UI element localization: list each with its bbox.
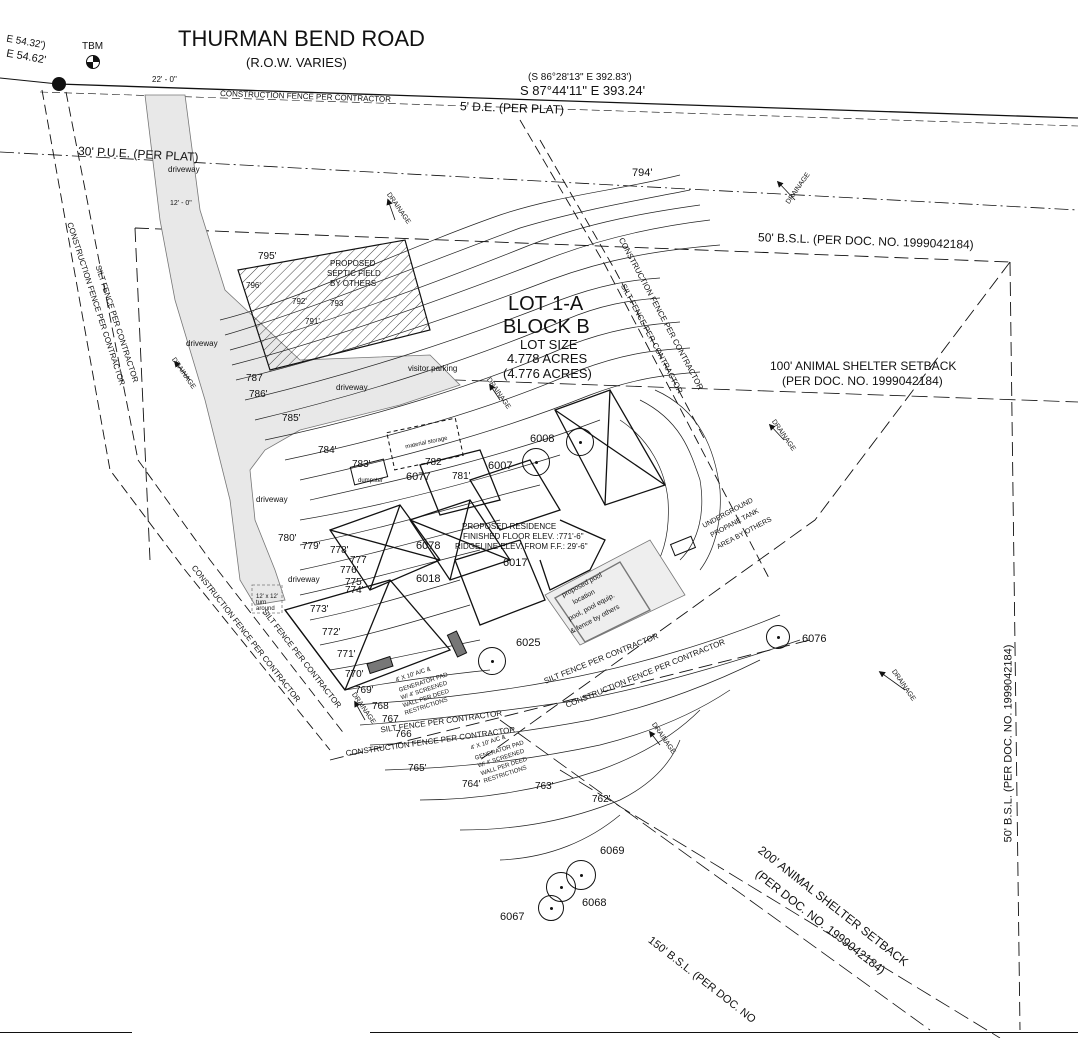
septic-field	[237, 239, 431, 371]
road-name: THURMAN BEND ROAD	[178, 26, 425, 51]
contour-label-785: 785'	[282, 413, 301, 424]
tree-6007-label: 6007	[488, 460, 513, 472]
driveway-label-5: driveway	[288, 575, 320, 584]
dim-12-label: 12' - 0"	[170, 200, 192, 207]
bottom-rule-left	[0, 1032, 132, 1033]
contour-lines	[219, 174, 801, 861]
driveway-label-4: driveway	[256, 495, 288, 504]
tree-6008-icon	[566, 428, 594, 456]
tree-6007-icon	[522, 448, 550, 476]
contour-label-796: 796'	[246, 281, 261, 290]
contour-label-771: 771'	[337, 649, 356, 660]
contour-label-776: 776'	[340, 565, 359, 576]
tbm-icon	[86, 55, 100, 69]
tree-6067-icon	[538, 895, 564, 921]
animal-100-label-1: 100' ANIMAL SHELTER SETBACK	[770, 359, 957, 373]
contour-label-786: 786'	[249, 389, 268, 400]
contour-label-795: 795'	[258, 251, 277, 262]
row-line	[0, 77, 1078, 127]
equipment-pads	[349, 417, 697, 675]
residence-label-1: PROPOSED RESIDENCE	[462, 522, 557, 531]
contour-label-775: 775'	[345, 577, 364, 588]
residence-label-2: FINISHED FLOOR ELEV. :771'-6"	[463, 532, 584, 541]
tree-6018-label: 6018	[416, 573, 441, 585]
residence	[283, 389, 666, 691]
turn-around-label: 12' x 12' turn around	[256, 594, 278, 612]
tbm-label: TBM	[82, 41, 104, 52]
lot-number: LOT 1-A	[508, 293, 584, 315]
contour-label-769: 769'	[355, 685, 374, 696]
contour-label-763: 763'	[535, 781, 554, 792]
contour-label-773: 773'	[310, 604, 329, 615]
driveway-label-3: driveway	[336, 383, 368, 392]
residence-label-3: RIDGELINE ELEV. FROM F.F.: 29'-6"	[455, 542, 588, 551]
driveway-label-1: driveway	[168, 165, 200, 174]
dim-22-label: 22' - 0"	[152, 75, 177, 84]
contour-label-770: 770'	[345, 669, 364, 680]
tree-6025-label: 6025	[516, 637, 541, 649]
drainage-arrows	[173, 180, 906, 746]
contour-label-784: 784'	[318, 445, 337, 456]
bsl-east-label: 50' B.S.L. (PER DOC. NO. 1999042184)	[1002, 644, 1015, 843]
block-number: BLOCK B	[503, 316, 590, 338]
contour-794: 794'	[632, 167, 653, 179]
bsl-lines	[134, 227, 1021, 1031]
tree-6078-label: 6078	[416, 540, 441, 552]
contour-label-768: 768	[372, 701, 389, 712]
north-line-record: (S 86°28'13" E 392.83')	[528, 72, 632, 83]
contour-label-762: 762'	[592, 794, 611, 805]
contour-label-772: 772'	[322, 627, 341, 638]
contour-label-783: 783'	[352, 459, 371, 470]
tree-6069-label: 6069	[600, 845, 625, 857]
contour-label-764: 764'	[462, 779, 481, 790]
pool-area	[544, 539, 686, 646]
tree-6077-label: 6077	[406, 471, 431, 483]
contour-label-765: 765'	[408, 763, 427, 774]
east-fence-line	[519, 119, 771, 581]
contour-label-791: 791'	[305, 317, 320, 326]
contour-label-793: 793	[330, 299, 344, 308]
septic-label-3: BY OTHERS	[330, 279, 377, 288]
bottom-rule-right	[370, 1032, 1078, 1033]
contour-label-766: 766	[395, 729, 412, 740]
lot-acres-record: (4.776 ACRES)	[503, 366, 592, 381]
tree-6076-icon	[766, 625, 790, 649]
de-label: 5' D.E. (PER PLAT)	[459, 99, 565, 117]
contour-label-777: 777	[350, 555, 367, 566]
contour-label-774: 774'	[345, 585, 364, 596]
dumpster-label: dumpster	[358, 478, 384, 484]
tree-6017-label: 6017	[503, 557, 528, 569]
lot-acres: 4.778 ACRES	[507, 351, 588, 366]
contour-label-782: 782	[425, 457, 442, 468]
driveway-label-2: driveway	[186, 339, 218, 348]
turn-around	[251, 584, 283, 614]
contour-label-792: 792'	[292, 297, 307, 306]
tree-6008-label: 6008	[530, 433, 555, 445]
tree-6025-icon	[478, 647, 506, 675]
contour-label-778: 778'	[330, 545, 349, 556]
contour-label-781: 781'	[452, 471, 471, 482]
contour-label-779: 779'	[302, 541, 321, 552]
septic-label-1: PROPOSED	[330, 259, 376, 268]
septic-label-2: SEPTIC FIELD	[327, 269, 381, 278]
tree-6068-label: 6068	[582, 897, 607, 909]
visitor-parking-label: visitor parking	[408, 364, 458, 373]
tree-6076-label: 6076	[802, 633, 827, 645]
animal-100-label-2: (PER DOC. NO. 1999042184)	[782, 374, 943, 388]
contour-label-767: 767	[382, 714, 399, 725]
contour-label-787: 787	[246, 373, 263, 384]
tree-6067-label: 6067	[500, 911, 525, 923]
property-corner-icon	[52, 77, 66, 91]
north-line-measured: S 87°44'11" E 393.24'	[520, 83, 646, 98]
row-note: (R.O.W. VARIES)	[246, 55, 347, 70]
west-property-line	[41, 89, 346, 751]
lot-size-label: LOT SIZE	[520, 337, 578, 352]
contour-label-780: 780'	[278, 533, 297, 544]
